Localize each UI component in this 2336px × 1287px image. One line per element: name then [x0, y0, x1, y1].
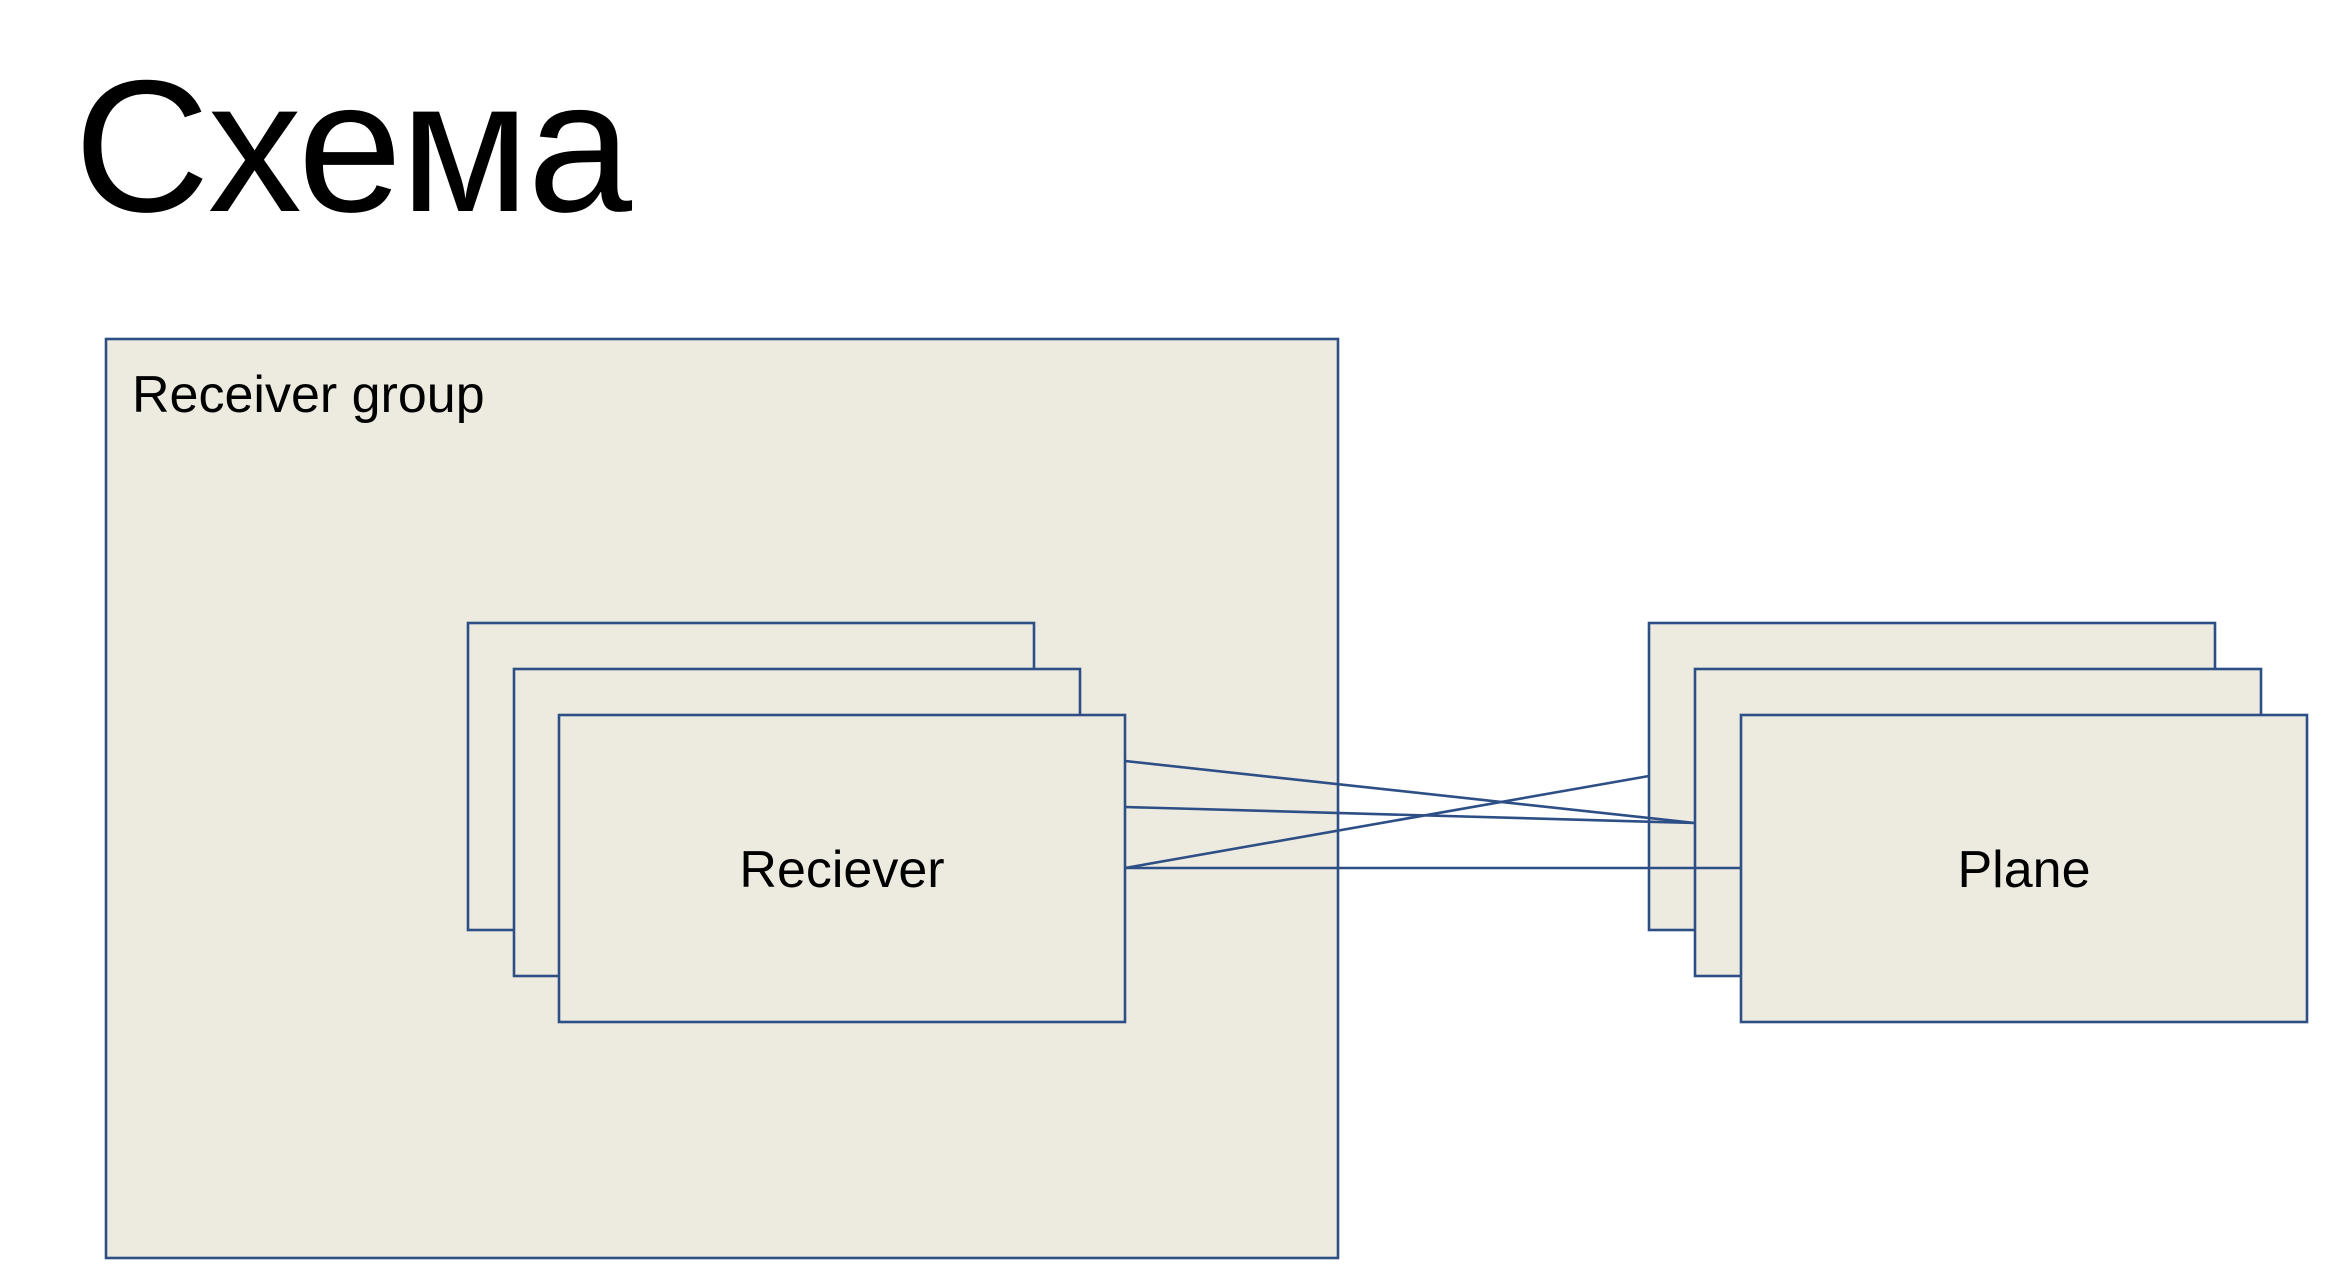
receiver-box-front: [557, 713, 1127, 1024]
receiver-group-label: Receiver group: [132, 366, 485, 424]
slide-title: Схема: [74, 41, 632, 251]
receiver-label: Reciever: [739, 841, 944, 899]
plane-box-front: [1739, 713, 2309, 1024]
connector-line: [1124, 805, 1696, 825]
plane-label: Plane: [1958, 841, 2091, 899]
connector-line: [1124, 774, 1650, 870]
connector-line: [1124, 759, 1696, 825]
